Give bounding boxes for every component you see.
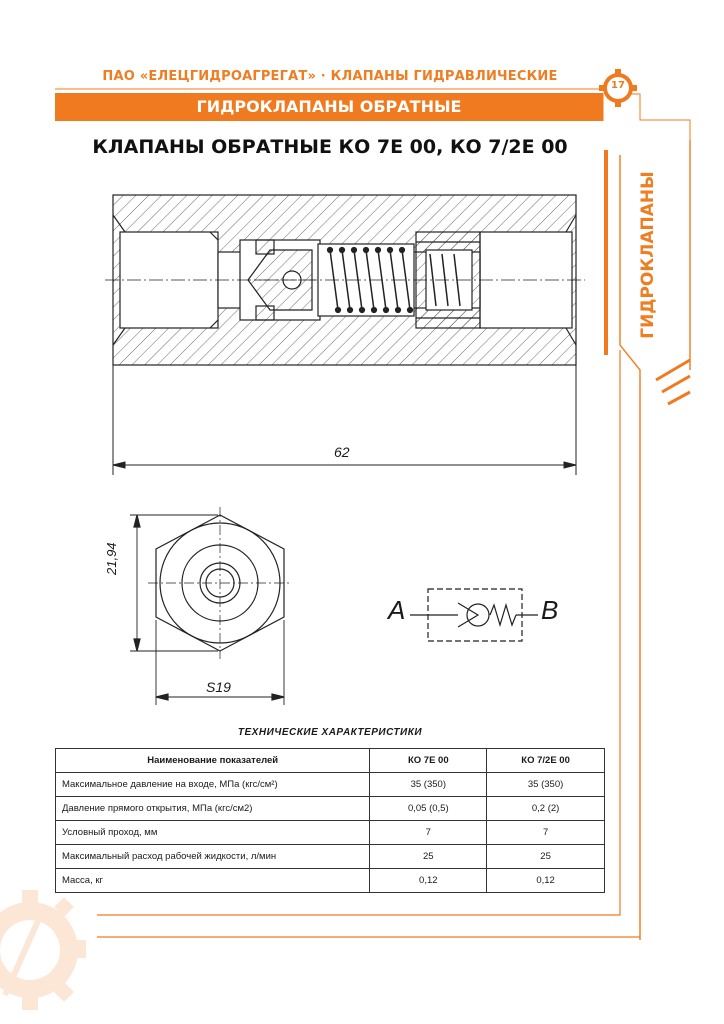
header-cell: КО 7Е 00 — [369, 748, 488, 773]
header-lines — [55, 88, 691, 140]
param-name: Максимальный расход рабочей жидкости, л/… — [54, 844, 371, 869]
table-row: Масса, кг 0,12 0,12 — [54, 868, 605, 893]
table-row: Условный проход, мм 7 7 — [54, 820, 605, 845]
page-number-badge — [599, 69, 637, 107]
param-value: 0,12 — [369, 868, 488, 893]
param-name: Масса, кг — [54, 868, 371, 893]
param-value: 0,2 (2) — [486, 796, 605, 821]
side-tab-frame — [619, 140, 691, 940]
param-value: 7 — [369, 820, 488, 845]
port-a-label: A — [388, 595, 406, 625]
page-number: 17 — [611, 80, 625, 91]
table-row: Максимальное давление на входе, МПа (кгс… — [54, 772, 605, 797]
length-dimension — [112, 365, 577, 475]
hex-end-view — [130, 507, 292, 705]
section-banner: ГИДРОКЛАПАНЫ ОБРАТНЫЕ — [55, 93, 603, 121]
param-value: 25 — [486, 844, 605, 869]
param-name: Максимальное давление на входе, МПа (кгс… — [54, 772, 371, 797]
bottom-frame — [97, 350, 640, 938]
table-row: Максимальный расход рабочей жидкости, л/… — [54, 844, 605, 869]
height-dimension-label: 21,94 — [104, 542, 119, 575]
param-value: 0,05 (0,5) — [369, 796, 488, 821]
param-value: 25 — [369, 844, 488, 869]
param-name: Условный проход, мм — [54, 820, 371, 845]
specs-header-row: Наименование показателей КО 7Е 00 КО 7/2… — [54, 748, 605, 773]
param-value: 0,12 — [486, 868, 605, 893]
valve-section-drawing — [105, 194, 585, 366]
specs-title: ТЕХНИЧЕСКИЕ ХАРАКТЕРИСТИКИ — [237, 727, 423, 738]
port-b-label: B — [541, 595, 559, 625]
param-value: 35 (350) — [369, 772, 488, 797]
side-section-label: ГИДРОКЛАПАНЫ — [620, 171, 676, 339]
check-valve-symbol — [410, 588, 538, 642]
width-dimension-label: S19 — [206, 679, 231, 695]
param-name: Давление прямого открытия, МПа (кгс/см2) — [54, 796, 371, 821]
header-cell: КО 7/2Е 00 — [486, 748, 605, 773]
param-value: 7 — [486, 820, 605, 845]
side-section-text: ГИДРОКЛАПАНЫ — [638, 171, 659, 339]
company-logo-watermark — [0, 890, 86, 1010]
specs-table: Наименование показателей КО 7Е 00 КО 7/2… — [54, 748, 605, 893]
param-value: 35 (350) — [486, 772, 605, 797]
company-header: ПАО «ЕЛЕЦГИДРОАГРЕГАТ» · КЛАПАНЫ ГИДРАВЛ… — [102, 69, 558, 84]
page-title: КЛАПАНЫ ОБРАТНЫЕ КО 7Е 00, КО 7/2Е 00 — [92, 136, 568, 158]
length-dimension-label: 62 — [334, 444, 350, 460]
table-row: Давление прямого открытия, МПа (кгс/см2)… — [54, 796, 605, 821]
header-cell: Наименование показателей — [54, 748, 371, 773]
